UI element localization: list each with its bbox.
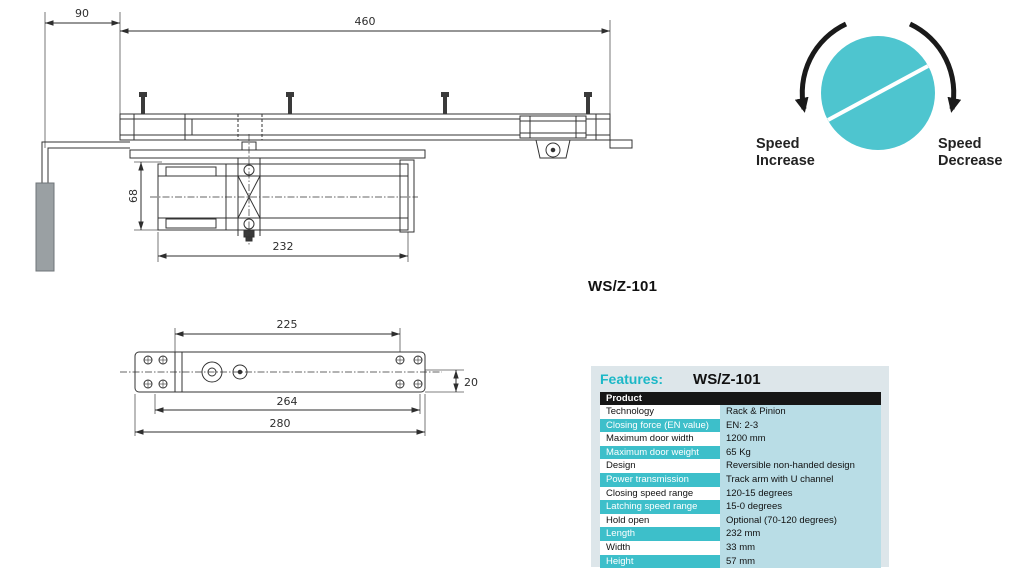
feature-label: Latching speed range xyxy=(600,500,720,514)
feature-label: Maximum door width xyxy=(600,432,720,446)
feature-label: Power transmission xyxy=(600,472,720,487)
feature-label: Closing force (EN value) xyxy=(600,418,720,433)
dim-280-label: 280 xyxy=(270,417,291,430)
closer-body xyxy=(129,134,426,246)
dim-232-label: 232 xyxy=(273,240,294,253)
dim-264-label: 264 xyxy=(277,395,298,408)
feature-value: Rack & Pinion xyxy=(720,405,881,419)
features-header: Features: WS/Z-101 xyxy=(600,371,881,388)
feature-value: 33 mm xyxy=(720,540,881,555)
dimension-lines xyxy=(45,20,610,259)
dim-20-label: 20 xyxy=(464,376,478,389)
speed-decrease-label-line2: Decrease xyxy=(938,153,1003,169)
features-heading: Features: xyxy=(600,371,664,387)
feature-label: Technology xyxy=(600,405,720,419)
feature-value: 15-0 degrees xyxy=(720,500,881,514)
table-row: Closing speed range 120-15 degrees xyxy=(600,486,881,501)
feature-label: Width xyxy=(600,540,720,555)
door-bracket xyxy=(35,141,130,272)
feature-value: 120-15 degrees xyxy=(720,486,881,501)
feature-value: Optional (70-120 degrees) xyxy=(720,513,881,528)
feature-value: 1200 mm xyxy=(720,432,881,446)
model-label: WS/Z-101 xyxy=(588,278,658,295)
dimension-lines xyxy=(135,331,459,435)
features-model-title: WS/Z-101 xyxy=(693,371,761,388)
table-row: Width 33 mm xyxy=(600,540,881,555)
feature-label: Length xyxy=(600,527,720,541)
feature-value: 57 mm xyxy=(720,554,881,569)
feature-label: Design xyxy=(600,459,720,473)
feature-label: Hold open xyxy=(600,513,720,528)
table-row: Design Reversible non-handed design xyxy=(600,459,881,473)
feature-value: Track arm with U channel xyxy=(720,472,881,487)
feature-label: Height xyxy=(600,554,720,569)
feature-label: Closing speed range xyxy=(600,486,720,501)
table-row: Technology Rack & Pinion xyxy=(600,405,881,419)
table-row: Maximum door width 1200 mm xyxy=(600,432,881,446)
table-row: Power transmission Track arm with U chan… xyxy=(600,472,881,487)
table-row: Hold open Optional (70-120 degrees) xyxy=(600,513,881,528)
speed-increase-label-line1: Speed xyxy=(756,136,800,152)
feature-value: EN: 2-3 xyxy=(720,418,881,433)
speed-increase-label-line2: Increase xyxy=(756,153,815,169)
feature-value: Reversible non-handed design xyxy=(720,459,881,473)
speed-dial-diagram: Speed Increase Speed Decrease xyxy=(756,21,1003,169)
screw-slot xyxy=(827,64,929,122)
mounting-screws xyxy=(139,92,592,114)
rotate-left-arrow-icon xyxy=(794,21,848,113)
features-panel: Features: WS/Z-101 Product Technology Ra… xyxy=(591,366,889,569)
table-row: Length 232 mm xyxy=(600,527,881,541)
dim-90-label: 90 xyxy=(75,7,89,20)
table-row: Closing force (EN value) EN: 2-3 xyxy=(600,418,881,433)
feature-value: 232 mm xyxy=(720,527,881,541)
dim-68-label: 68 xyxy=(127,189,140,203)
table-row: Height 57 mm xyxy=(600,554,881,569)
rotate-right-arrow-icon xyxy=(908,21,962,113)
feature-label: Maximum door weight xyxy=(600,445,720,460)
dim-460-label: 460 xyxy=(355,15,376,28)
closer-body-plan xyxy=(120,351,442,393)
speed-decrease-label-line1: Speed xyxy=(938,136,982,152)
table-row: Maximum door weight 65 Kg xyxy=(600,445,881,460)
product-column-header: Product xyxy=(600,392,881,405)
table-row: Latching speed range 15-0 degrees xyxy=(600,500,881,514)
features-table: Technology Rack & Pinion Closing force (… xyxy=(600,405,881,569)
track-slider xyxy=(519,115,587,159)
feature-value: 65 Kg xyxy=(720,445,881,460)
dim-225-label: 225 xyxy=(277,318,298,331)
side-view-drawing: 90 460 68 232 xyxy=(35,7,633,272)
top-view-drawing: 225 20 264 280 xyxy=(120,318,478,436)
